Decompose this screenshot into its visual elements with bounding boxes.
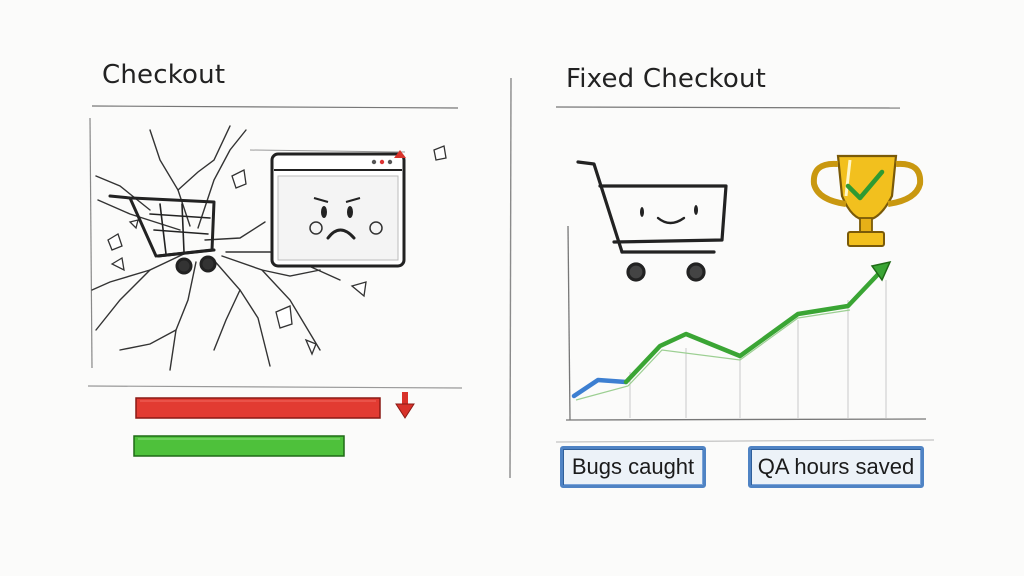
left-panel-title: Checkout xyxy=(102,60,226,90)
left-title-underline xyxy=(91,105,459,109)
right-panel-title: Fixed Checkout xyxy=(566,64,767,94)
checkmark-icon xyxy=(845,169,885,201)
left-panel xyxy=(87,105,463,457)
bad-performance-bar xyxy=(135,397,381,419)
left-frame-top xyxy=(249,149,406,153)
sad-browser-window-icon xyxy=(270,152,406,268)
trend-line-blue xyxy=(571,377,629,399)
trophy-icon xyxy=(810,154,924,247)
metric-box-base-line xyxy=(555,439,935,443)
trend-line-green xyxy=(623,265,887,385)
up-trend-arrow-icon xyxy=(870,260,892,282)
good-performance-bar xyxy=(133,435,345,457)
right-title-underline xyxy=(555,106,901,109)
left-frame-line xyxy=(89,117,93,369)
chart-x-axis xyxy=(565,418,927,421)
down-arrow-icon-small xyxy=(394,150,406,158)
qa-hours-saved-label: QA hours saved xyxy=(748,446,924,488)
crack-shards xyxy=(107,145,447,356)
bugs-caught-label: Bugs caught xyxy=(560,446,706,488)
panel-divider xyxy=(509,77,512,479)
right-panel xyxy=(555,106,935,443)
trend-line-shadow xyxy=(575,309,851,401)
chart-y-axis xyxy=(567,225,571,421)
chart-guide-lines xyxy=(629,280,887,418)
down-arrow-icon xyxy=(395,392,415,419)
left-baseline xyxy=(87,385,463,389)
happy-cart-icon xyxy=(576,160,728,282)
broken-cart-icon xyxy=(108,194,217,275)
